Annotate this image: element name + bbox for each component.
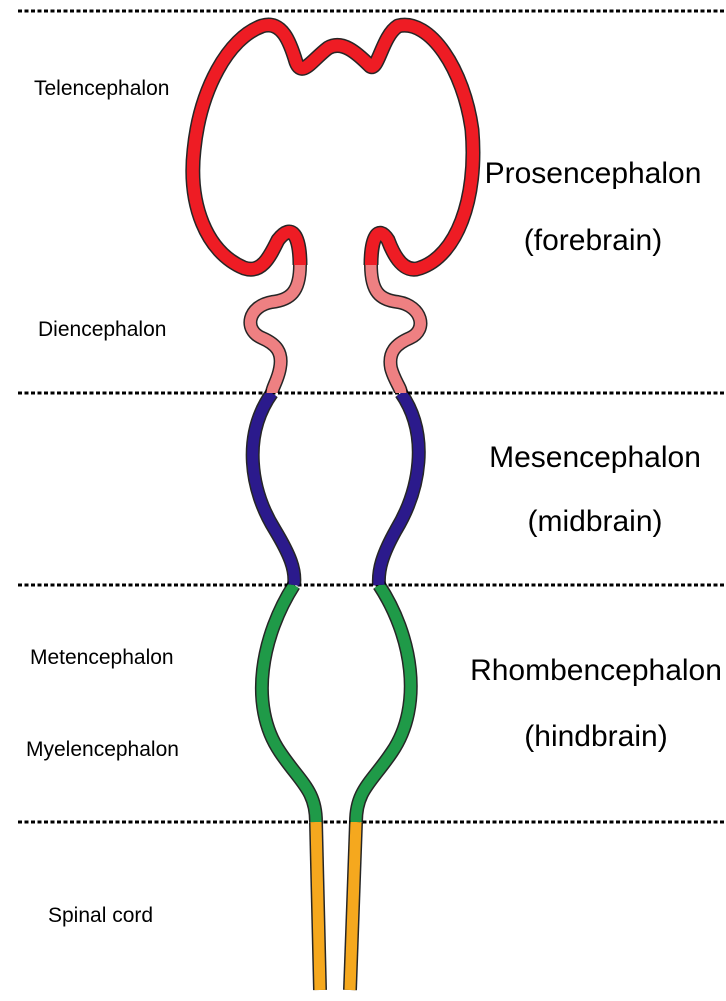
- telencephalon-shape: [193, 25, 473, 269]
- label-rhombencephalon: Rhombencephalon: [470, 654, 722, 687]
- label-mesencephalon: Mesencephalon: [489, 441, 701, 474]
- label-myelencephalon: Myelencephalon: [26, 738, 179, 761]
- label-metencephalon: Metencephalon: [30, 646, 174, 669]
- label-midbrain: (midbrain): [527, 505, 662, 538]
- rhombencephalon-shape: [262, 585, 411, 822]
- label-telencephalon: Telencephalon: [34, 77, 169, 100]
- label-diencephalon: Diencephalon: [38, 318, 166, 341]
- label-hindbrain: (hindbrain): [524, 720, 667, 753]
- label-spinal-cord: Spinal cord: [48, 904, 153, 927]
- mesencephalon-shape: [253, 393, 419, 585]
- label-prosencephalon: Prosencephalon: [485, 157, 702, 190]
- diencephalon-shape: [250, 265, 420, 393]
- label-forebrain: (forebrain): [524, 224, 662, 257]
- spinal-cord-shape: [316, 822, 356, 990]
